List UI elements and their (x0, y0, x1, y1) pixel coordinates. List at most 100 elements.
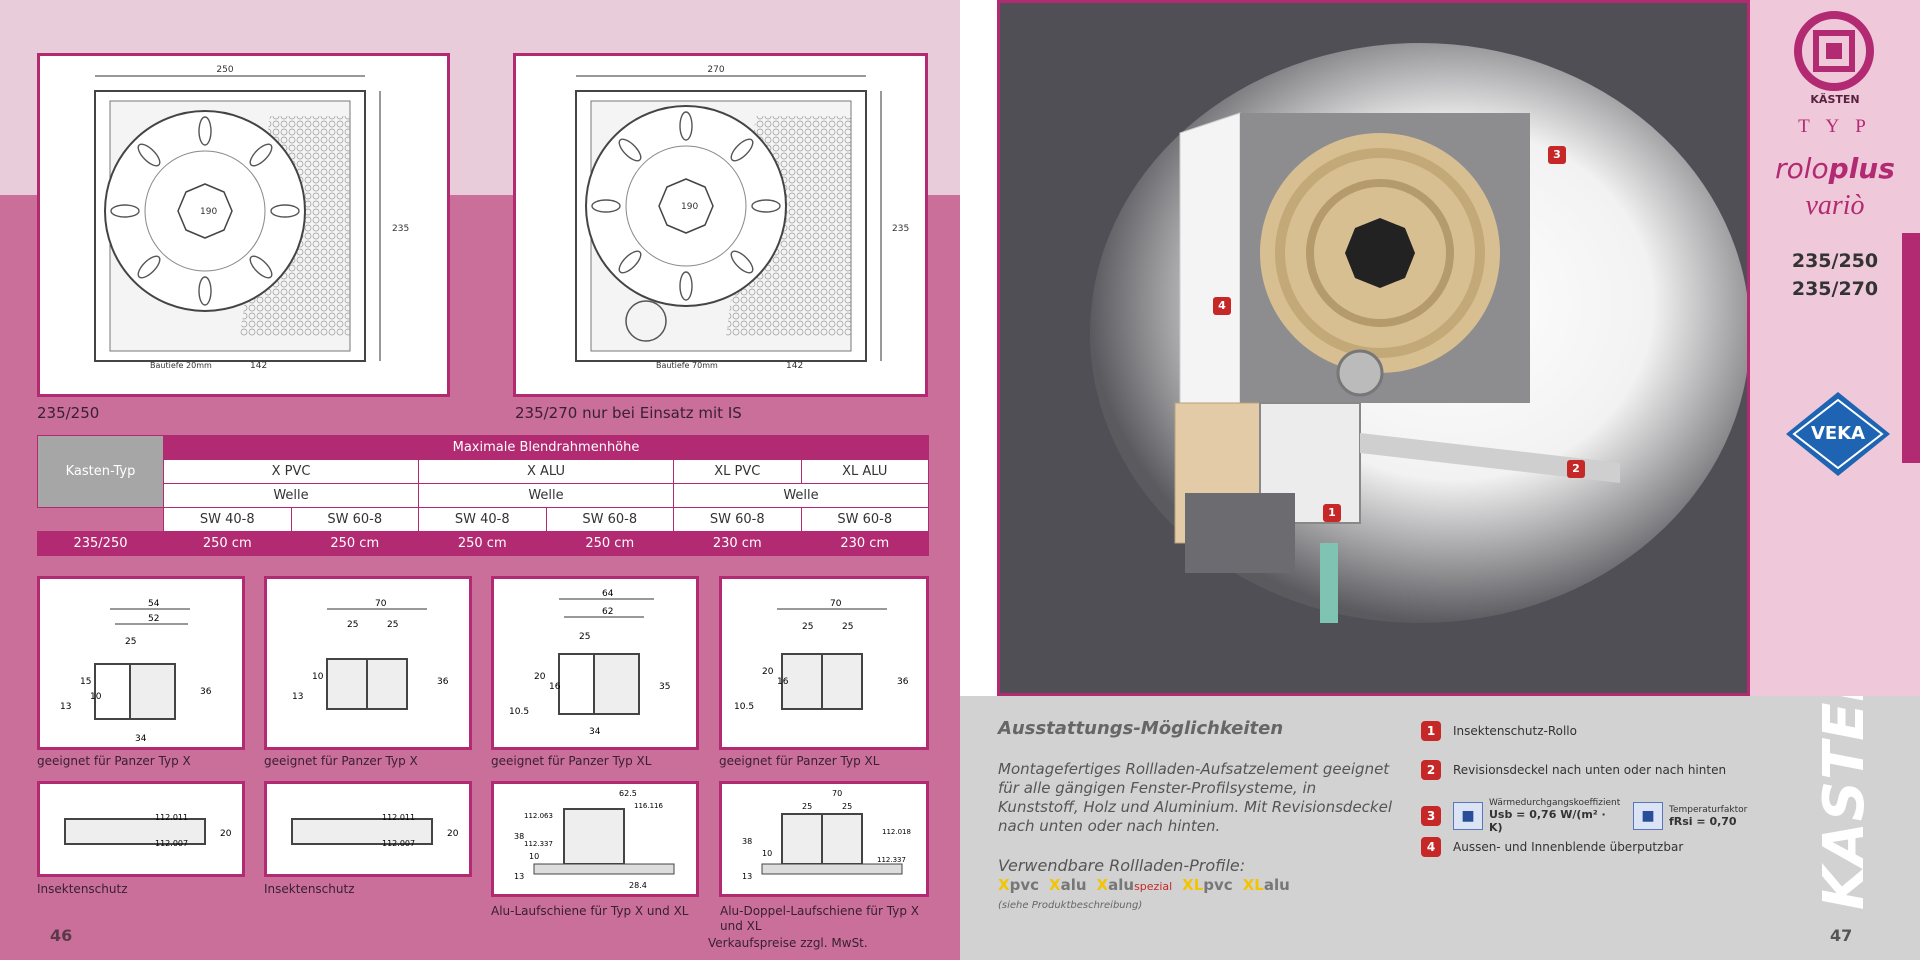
dim-label: 25 (347, 620, 358, 630)
profile-caption: geeignet für Panzer Typ XL (719, 754, 880, 768)
typ-label: T Y P (1798, 116, 1872, 137)
dim-label: 112.011 (155, 813, 188, 822)
right-info-band (960, 696, 1750, 960)
dim-label: 52 (148, 614, 159, 624)
dim-label: 38 (742, 837, 752, 846)
description-text: Montagefertiges Rollladen-Aufsatzelement… (998, 760, 1393, 835)
marker-4: 4 (1213, 297, 1231, 315)
sidebar-accent-bar (1902, 233, 1920, 463)
dim-label: 10 (312, 672, 324, 682)
dim-label: 13 (292, 692, 303, 702)
logo-text: KÄSTEN (1810, 93, 1860, 106)
profile-drawing-xl-2: 70 25 25 20 16 10.5 36 (719, 576, 929, 750)
dim-label: 20 (534, 672, 546, 682)
dim-label: 28.4 (629, 881, 647, 890)
profile-drawing-x-1: 54 52 25 15 10 36 13 34 (37, 576, 245, 750)
profile-xl-alu: XLalu (1242, 876, 1290, 894)
sw-cell: SW 40-8 (163, 507, 292, 532)
dimension-bottom: 142 (786, 361, 803, 371)
value-cell: 250 cm (545, 531, 674, 556)
dim-label: 112.018 (882, 828, 911, 836)
fig1-caption: 235/250 (37, 404, 100, 422)
feature-number: 4 (1421, 837, 1441, 857)
sw-cell: SW 60-8 (673, 507, 802, 532)
marker-1: 1 (1323, 504, 1341, 522)
dim-label: 15 (80, 677, 91, 687)
dim-label: 10 (90, 692, 102, 702)
dim-label: 25 (802, 622, 813, 632)
dim-label: 36 (897, 677, 909, 687)
dim-label: 16 (549, 682, 561, 692)
dim-label: 70 (832, 789, 842, 798)
dim-label: 34 (135, 734, 147, 744)
dim-label: 112.063 (524, 812, 553, 820)
dim-label: 25 (579, 632, 590, 642)
dim-label: 116.116 (634, 802, 663, 810)
u-value: Usb = 0,76 W/(m² · K) (1489, 808, 1606, 834)
dim-label: 25 (125, 637, 136, 647)
u-label: Wärmedurchgangskoeffizient (1489, 798, 1621, 808)
profile-caption: Insektenschutz (37, 882, 128, 896)
row-label: 235/250 (37, 531, 164, 556)
brand-vario: variò (1805, 190, 1865, 221)
value-cell: 250 cm (418, 531, 547, 556)
profile-x-alu: Xalu (1049, 876, 1087, 894)
veka-text: VEKA (1810, 423, 1866, 444)
group-xl-alu: XL ALU (800, 459, 929, 484)
welle-label: Welle (418, 483, 674, 508)
dim-label: 36 (437, 677, 449, 687)
sw-cell: SW 40-8 (418, 507, 547, 532)
profile-caption: Insektenschutz (264, 882, 355, 896)
profile-caption: geeignet für Panzer Typ XL (491, 754, 652, 768)
section-title: Ausstattungs-Möglichkeiten (998, 718, 1284, 739)
dim-label: 64 (602, 589, 614, 599)
price-note: Verkaufspreise zzgl. MwSt. (708, 936, 868, 950)
dim-label: 112.007 (382, 839, 415, 848)
sw-cell: SW 60-8 (545, 507, 674, 532)
dimension-bottom: 142 (250, 361, 267, 371)
group-x-pvc: X PVC (163, 459, 419, 484)
table-title: Maximale Blendrahmenhöhe (163, 435, 929, 460)
kasten-typ-header: Kasten-Typ (37, 435, 164, 508)
group-xl-pvc: XL PVC (673, 459, 802, 484)
dim-label: 112.011 (382, 813, 415, 822)
sidebar: KÄSTEN T Y P roloplus variò 235/250 235/… (1750, 0, 1920, 696)
dim-label: 25 (842, 802, 852, 811)
profile-x-alu-spezial: Xaluspezial (1096, 876, 1173, 894)
thermal-icon: ■ (1453, 802, 1483, 830)
dimension-inner: 190 (200, 207, 217, 217)
dim-label: 16 (777, 677, 789, 687)
dim-label: 20 (762, 667, 774, 677)
dim-label: 112.007 (155, 839, 188, 848)
dim-label: 13 (60, 702, 71, 712)
technical-drawing-235-270: 270 235 190 Bautiefe 70mm 142 (513, 53, 928, 397)
profile-caption: Alu-Doppel-Laufschiene für Typ X und XL (720, 904, 919, 933)
value-cell: 230 cm (800, 531, 929, 556)
page-number-right: 47 (1830, 926, 1853, 945)
box-cross-section-drawing: 250 235 190 Bautiefe 20mm 142 (94, 65, 409, 371)
profile-x-pvc: Xpvc (998, 876, 1039, 894)
marker-3: 3 (1548, 146, 1566, 164)
dim-label: 10.5 (734, 702, 754, 712)
dim-label: 54 (148, 599, 160, 609)
profiles-note: (siehe Produktbeschreibung) (998, 900, 1143, 911)
brand-roloplus: roloplus (1775, 152, 1895, 185)
dim-label: 70 (830, 599, 842, 609)
dim-label: 13 (514, 872, 524, 881)
feature-text: Revisionsdeckel nach unten oder nach hin… (1453, 763, 1727, 777)
dim-label: 112.337 (524, 840, 553, 848)
dim-label: 34 (589, 727, 601, 737)
profile-caption: geeignet für Panzer Typ X (37, 754, 191, 768)
box-cross-section-drawing: 270 235 190 Bautiefe 70mm 142 (575, 65, 909, 371)
alu-rail-drawing: 62.5 116.116 112.063 112.337 38 10 13 28… (491, 781, 699, 897)
welle-label: Welle (673, 483, 929, 508)
group-x-alu: X ALU (418, 459, 674, 484)
dim-label: 10 (762, 849, 772, 858)
model-235-270: 235/270 (1791, 278, 1879, 300)
insect-screen-drawing-1: 112.011 112.007 20 (37, 781, 245, 877)
profile-list: Xpvc Xalu Xaluspezial XLpvc XLalu (998, 876, 1300, 894)
sw-cell: SW 60-8 (290, 507, 419, 532)
f-value: fRsi = 0,70 (1669, 814, 1737, 828)
